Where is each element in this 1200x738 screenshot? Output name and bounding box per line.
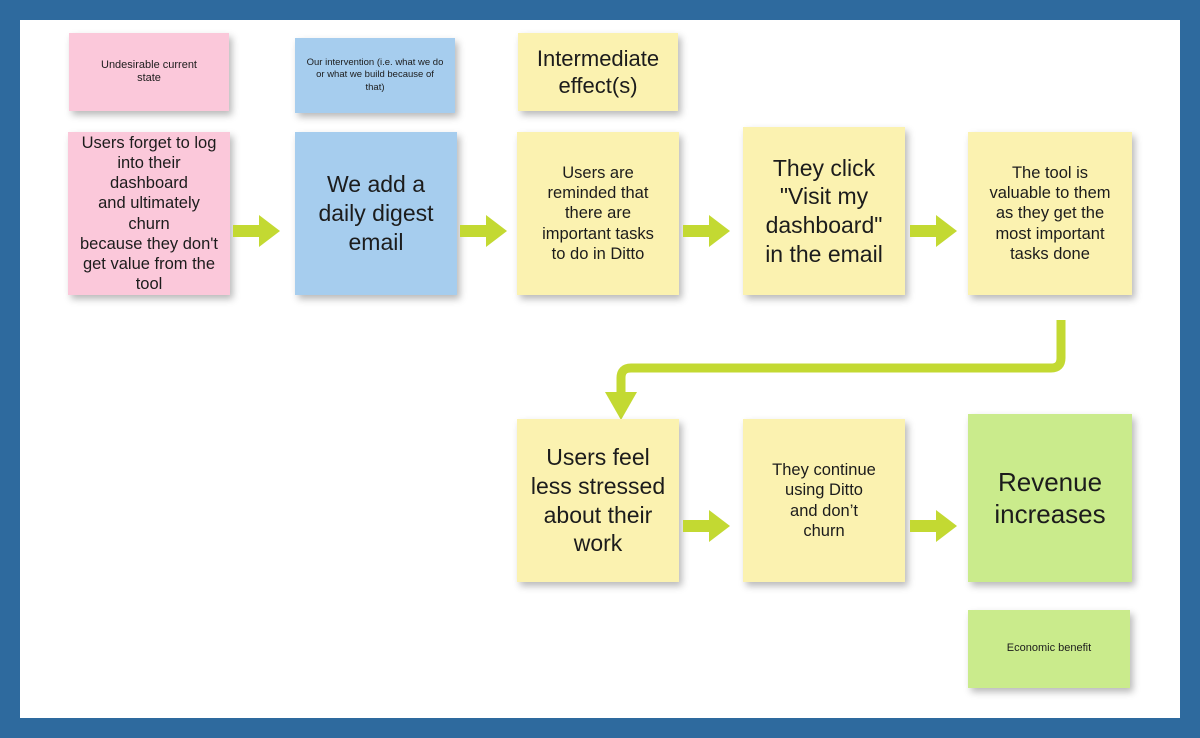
- arrow-effect5-to-outcome: [910, 509, 958, 543]
- flow-note-effect-4-text: Users feel less stressed about their wor…: [530, 444, 666, 557]
- legend-note-economic-benefit[interactable]: Economic benefit: [968, 610, 1130, 688]
- flow-note-effect-3-text: The tool is valuable to them as they get…: [989, 164, 1111, 263]
- flow-note-effect-2-text: They click "Visit my dashboard" in the e…: [765, 154, 883, 267]
- whiteboard-surface: Undesirable current state Our interventi…: [20, 20, 1180, 718]
- flow-note-effect-5[interactable]: They continue using Ditto and don’t chur…: [743, 419, 905, 582]
- legend-intermediate-effect-text: Intermediate effect(s): [536, 45, 660, 99]
- arrow-effect2-to-effect3: [910, 214, 958, 248]
- legend-note-intermediate-effect[interactable]: Intermediate effect(s): [518, 33, 678, 111]
- legend-note-intervention[interactable]: Our intervention (i.e. what we do or wha…: [295, 38, 455, 113]
- flow-note-intervention-text: We add a daily digest email: [318, 171, 434, 255]
- flow-note-problem[interactable]: Users forget to log into their dashboard…: [68, 132, 230, 295]
- legend-intervention-text: Our intervention (i.e. what we do or wha…: [306, 56, 444, 93]
- arrow-effect4-to-effect5: [683, 509, 731, 543]
- flow-note-outcome-text: Revenue increases: [994, 466, 1106, 530]
- flow-note-effect-5-text: They continue using Ditto and don’t chur…: [772, 461, 876, 540]
- legend-economic-benefit-text: Economic benefit: [1006, 642, 1092, 655]
- legend-note-undesirable-state[interactable]: Undesirable current state: [69, 33, 229, 111]
- flow-note-intervention[interactable]: We add a daily digest email: [295, 132, 457, 295]
- flow-note-effect-1-text: Users are reminded that there are import…: [542, 164, 654, 263]
- flow-note-outcome[interactable]: Revenue increases: [968, 414, 1132, 582]
- flow-note-effect-2[interactable]: They click "Visit my dashboard" in the e…: [743, 127, 905, 295]
- legend-undesirable-state-text: Undesirable current state: [101, 58, 197, 84]
- arrow-intervention-to-effect1: [460, 214, 508, 248]
- arrow-problem-to-intervention: [233, 214, 281, 248]
- flow-note-effect-1[interactable]: Users are reminded that there are import…: [517, 132, 679, 295]
- flow-note-effect-4[interactable]: Users feel less stressed about their wor…: [517, 419, 679, 582]
- arrow-effect1-to-effect2: [683, 214, 731, 248]
- flow-note-problem-text: Users forget to log into their dashboard…: [79, 134, 218, 293]
- flow-note-effect-3[interactable]: The tool is valuable to them as they get…: [968, 132, 1132, 295]
